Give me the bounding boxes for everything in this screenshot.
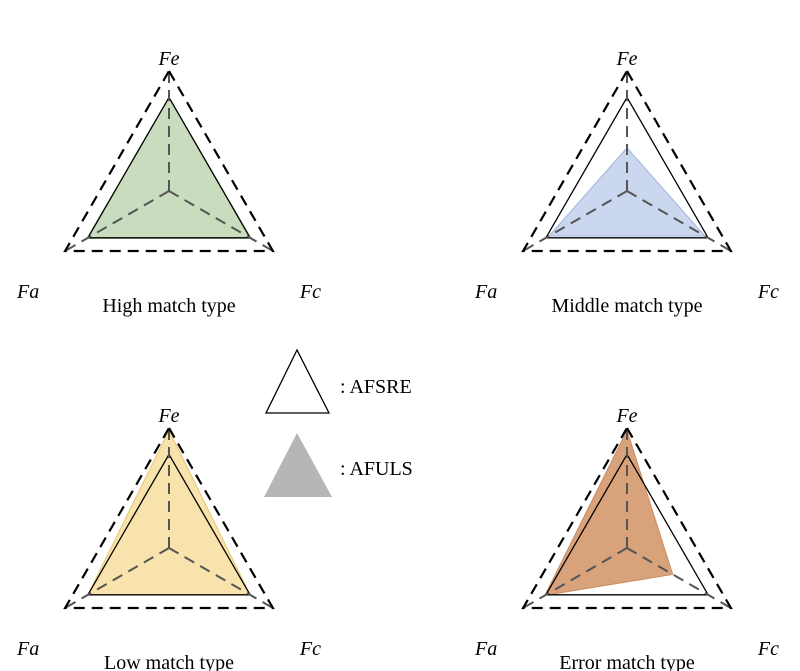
afuls-area	[544, 429, 674, 597]
afsre-outline	[544, 453, 710, 596]
axis-spoke	[168, 190, 274, 252]
legend-afsre-symbol	[264, 348, 331, 414]
outer-frame	[521, 425, 733, 610]
axis-label-fa: Fa	[16, 281, 39, 303]
legend-afuls-label: : AFULS	[340, 458, 413, 480]
axis-label-fa: Fa	[474, 281, 497, 303]
axis-spoke	[522, 547, 628, 609]
legend-afuls-symbol	[264, 433, 332, 497]
outer-frame	[63, 68, 275, 253]
panel-caption: Middle match type	[551, 295, 702, 317]
axis-spoke	[64, 547, 170, 609]
axis-spoke	[64, 190, 170, 252]
outer-frame	[63, 425, 275, 610]
axis-label-fa: Fa	[474, 638, 497, 660]
panel-caption: Low match type	[104, 652, 234, 671]
axis-spoke	[626, 547, 732, 609]
axis-label-fa: Fa	[16, 638, 39, 660]
afsre-outline	[86, 96, 252, 239]
panel-caption: Error match type	[559, 652, 695, 671]
axis-label-fc: Fc	[299, 281, 321, 303]
axis-spoke	[168, 547, 274, 609]
legend: : AFSRE : AFULS	[264, 348, 413, 497]
axis-label-fe: Fe	[615, 48, 637, 70]
axis-label-fc: Fc	[299, 638, 321, 660]
outer-frame	[521, 68, 733, 253]
axis-label-fc: Fc	[757, 638, 779, 660]
panel-caption: High match type	[102, 295, 235, 317]
afsre-outline	[86, 453, 252, 596]
legend-afsre-label: : AFSRE	[340, 376, 412, 398]
axis-spoke	[626, 190, 732, 252]
axis-label-fe: Fe	[615, 405, 637, 427]
axis-spoke	[522, 190, 628, 252]
axis-label-fc: Fc	[757, 281, 779, 303]
axis-label-fe: Fe	[157, 48, 179, 70]
afsre-outline	[544, 96, 710, 239]
axis-label-fe: Fe	[157, 405, 179, 427]
